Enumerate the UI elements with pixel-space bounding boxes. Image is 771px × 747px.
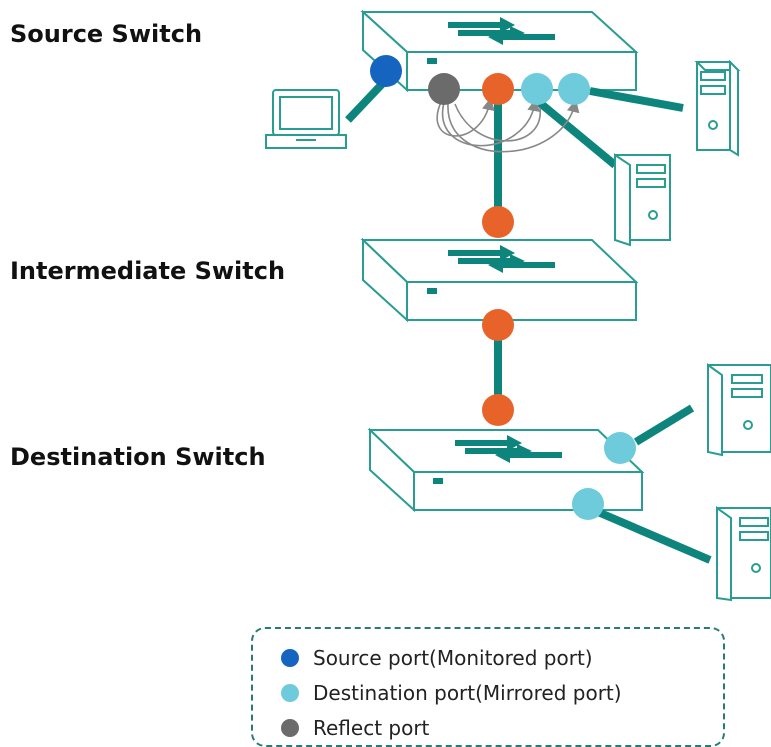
server-icon <box>707 363 771 457</box>
ports <box>370 55 636 520</box>
intermediate-in-port <box>482 206 514 238</box>
intermediate-switch-icon <box>360 237 639 323</box>
source-trunk-port <box>482 73 514 105</box>
server-icon <box>694 59 741 157</box>
links <box>345 79 712 564</box>
network-diagram <box>265 9 771 602</box>
destination-trunk-port <box>482 394 514 426</box>
server-link-3 <box>633 404 695 446</box>
intermediate-switch-label: Intermediate Switch <box>10 257 286 285</box>
legend-label: Destination port(Mirrored port) <box>313 681 622 705</box>
server-link-4 <box>596 508 712 564</box>
server-link-2 <box>589 87 684 112</box>
destination-port-swatch <box>281 684 299 702</box>
source-switch-label: Source Switch <box>10 20 203 48</box>
source-port-swatch <box>281 649 299 667</box>
legend-label: Source port(Monitored port) <box>313 646 593 670</box>
reflect-arrows <box>436 97 580 153</box>
destination-port-3 <box>604 432 636 464</box>
legend-item-source: Source port(Monitored port) <box>281 646 593 670</box>
source-port <box>370 55 402 87</box>
laptop-icon <box>265 89 347 149</box>
intermediate-out-port <box>482 309 514 341</box>
legend: Source port(Monitored port) Destination … <box>251 627 725 747</box>
server-link-1 <box>537 99 618 169</box>
legend-item-destination: Destination port(Mirrored port) <box>281 681 622 705</box>
destination-port-4 <box>572 488 604 520</box>
reflect-port-swatch <box>281 719 299 737</box>
server-icon <box>614 153 671 247</box>
reflect-port <box>428 73 460 105</box>
laptop-link <box>345 79 387 123</box>
destination-port-1 <box>521 73 553 105</box>
destination-switch-label: Destination Switch <box>10 443 266 471</box>
legend-item-reflect: Reflect port <box>281 716 429 740</box>
destination-port-2 <box>558 73 590 105</box>
server-icon <box>716 506 771 602</box>
legend-label: Reflect port <box>313 716 430 740</box>
